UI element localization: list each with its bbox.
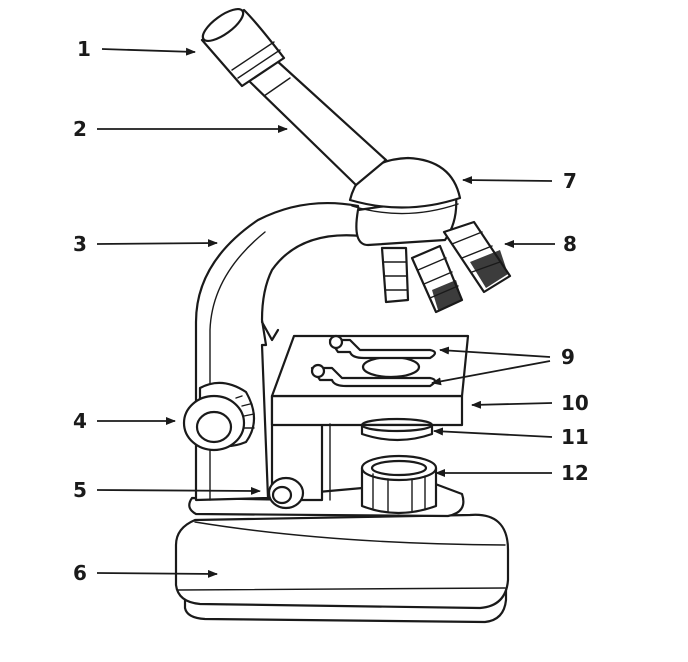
label-3: 3 xyxy=(73,232,87,256)
arrow-5 xyxy=(96,486,261,495)
arrow-11 xyxy=(433,427,553,438)
label-11: 11 xyxy=(561,425,589,449)
eyepiece-drawing xyxy=(200,8,286,88)
label-2: 2 xyxy=(73,117,87,141)
arrow-9a xyxy=(439,346,551,358)
tube-drawing xyxy=(244,58,388,187)
label-1: 1 xyxy=(77,37,91,61)
arrow-6 xyxy=(96,569,218,578)
label-10: 10 xyxy=(561,391,589,415)
arrow-9b xyxy=(431,360,551,386)
fine-focus-knob-drawing xyxy=(267,476,305,510)
head-drawing xyxy=(348,156,462,247)
label-9: 9 xyxy=(561,345,575,369)
arrow-3 xyxy=(96,239,218,248)
arrow-1 xyxy=(101,47,196,56)
label-8: 8 xyxy=(563,232,577,256)
lamp-drawing xyxy=(360,454,438,515)
base-drawing xyxy=(174,513,510,624)
arrow-7 xyxy=(462,176,553,185)
label-12: 12 xyxy=(561,461,589,485)
stage-clips-drawing xyxy=(310,334,437,388)
label-7: 7 xyxy=(563,169,577,193)
label-arrows xyxy=(96,47,555,578)
condenser-drawing xyxy=(360,417,434,442)
label-4: 4 xyxy=(73,409,87,433)
label-6: 6 xyxy=(73,561,87,585)
number-labels: 1 2 3 4 5 6 7 8 9 10 11 12 xyxy=(73,37,589,585)
label-5: 5 xyxy=(73,478,87,502)
coarse-focus-knob-drawing xyxy=(182,381,256,452)
microscope-illustration xyxy=(174,8,512,624)
objectives-drawing xyxy=(380,220,512,314)
arrow-10 xyxy=(471,400,553,409)
